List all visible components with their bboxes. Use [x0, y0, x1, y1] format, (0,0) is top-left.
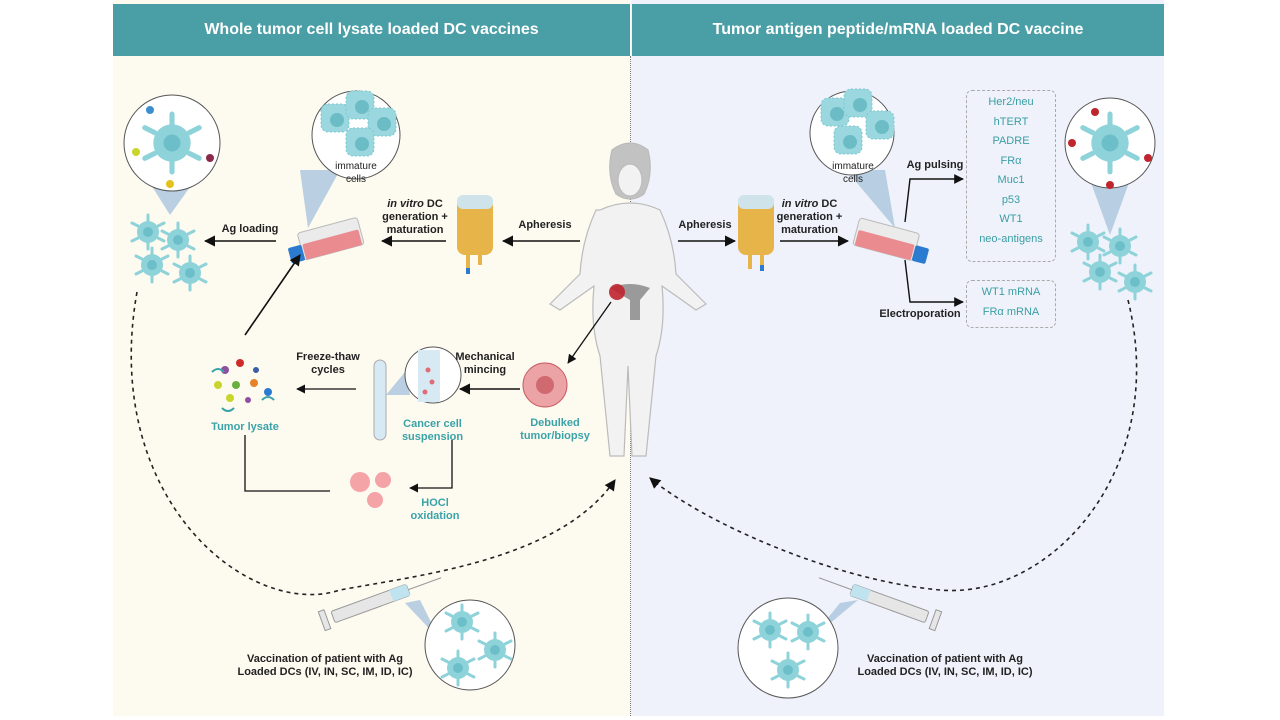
- culture-flask-right: [852, 217, 929, 264]
- antigen-item: Muc1: [997, 174, 1025, 186]
- antigen-item: WT1: [999, 213, 1023, 225]
- vaccination-line1-right: Vaccination of patient with Ag: [866, 653, 1024, 665]
- in-vitro-dc-right: DC: [818, 198, 838, 210]
- electroporation-label: Electroporation: [879, 308, 961, 320]
- mrna-item: WT1 mRNA: [981, 286, 1041, 298]
- antigen-item: p53: [1001, 193, 1021, 206]
- ag-loading-label: Ag loading: [221, 223, 279, 235]
- antigen-item: PADRE: [992, 135, 1030, 147]
- mrna-item: FRα mRNA: [982, 305, 1040, 318]
- immature-cells-label-left: immature cells: [335, 161, 377, 185]
- freeze-thaw-line1: Freeze-thaw: [296, 351, 360, 363]
- syringe-left: [317, 577, 442, 632]
- antigen-item: neo-antigens: [979, 232, 1043, 245]
- in-vitro-label-right: in vitro DC generation + maturation: [772, 198, 847, 237]
- in-vitro-line3: maturation: [386, 224, 444, 236]
- mechanical-line2: mincing: [463, 364, 507, 376]
- freeze-thaw-line2: cycles: [311, 364, 345, 376]
- mrna-antigen-list: WT1 mRNA FRα mRNA: [966, 280, 1056, 328]
- cancer-cell-suspension-tube: [373, 346, 462, 441]
- hocl-oxidized-cells: [350, 472, 391, 508]
- header-left: Whole tumor cell lysate loaded DC vaccin…: [113, 4, 630, 56]
- apheresis-label-left: Apheresis: [518, 219, 572, 231]
- debulked-line2: tumor/biopsy: [520, 430, 590, 442]
- in-vitro-line2-right: generation +: [776, 211, 843, 223]
- blood-bag-right: [738, 195, 774, 271]
- dc-cluster-right: [1070, 223, 1153, 301]
- vaccination-line2-right: Loaded DCs (IV, IN, SC, IM, ID, IC): [857, 666, 1033, 678]
- immature-cells-zoom-right: [809, 88, 895, 228]
- debulked-line1: Debulked: [530, 417, 580, 429]
- cancer-cell-line2: suspension: [401, 431, 464, 443]
- syringe-right: [818, 577, 943, 632]
- dc-cluster-left: [130, 213, 208, 292]
- hocl-line1: HOCl: [421, 497, 449, 509]
- immature-cells-zoom-left: [300, 90, 401, 228]
- mature-dc-zoom-right: [1064, 97, 1156, 235]
- in-vitro-italic-right: in vitro: [781, 198, 819, 210]
- vaccine-dc-zoom-left: [405, 599, 516, 691]
- hocl-line2: oxidation: [410, 510, 460, 522]
- debulked-tumor: [522, 362, 568, 408]
- cancer-cell-line1: Cancer cell: [403, 418, 462, 430]
- mechanical-line1: Mechanical: [455, 351, 515, 363]
- antigen-item: Her2/neu: [988, 96, 1034, 108]
- patient-figure: [549, 142, 707, 457]
- vaccine-dc-zoom-right: [737, 597, 858, 699]
- tumor-lysate-label: Tumor lysate: [211, 421, 279, 433]
- mature-dc-zoom-left: [123, 94, 221, 215]
- peptide-antigen-list: Her2/neu hTERT PADRE FRα Muc1 p53 WT1 ne…: [966, 90, 1056, 262]
- antigen-item: FRα: [1000, 154, 1022, 167]
- ag-pulsing-label: Ag pulsing: [906, 159, 964, 171]
- in-vitro-label-left: in vitro DC generation + maturation: [380, 198, 450, 237]
- in-vitro-line3-right: maturation: [781, 224, 838, 236]
- in-vitro-dc: DC: [423, 198, 443, 210]
- tumor-lysate-particles: [211, 359, 275, 412]
- in-vitro-italic: in vitro: [387, 198, 424, 210]
- apheresis-label-right: Apheresis: [678, 219, 732, 231]
- vaccination-line2: Loaded DCs (IV, IN, SC, IM, ID, IC): [237, 666, 413, 678]
- vaccination-line1: Vaccination of patient with Ag: [246, 653, 404, 665]
- antigen-item: hTERT: [993, 115, 1029, 128]
- blood-bag-left: [457, 195, 493, 274]
- header-right: Tumor antigen peptide/mRNA loaded DC vac…: [632, 4, 1164, 56]
- uterus-tumor-icon: [609, 284, 650, 320]
- in-vitro-line2: generation +: [382, 211, 448, 223]
- immature-cells-label-right: immature cells: [832, 161, 874, 185]
